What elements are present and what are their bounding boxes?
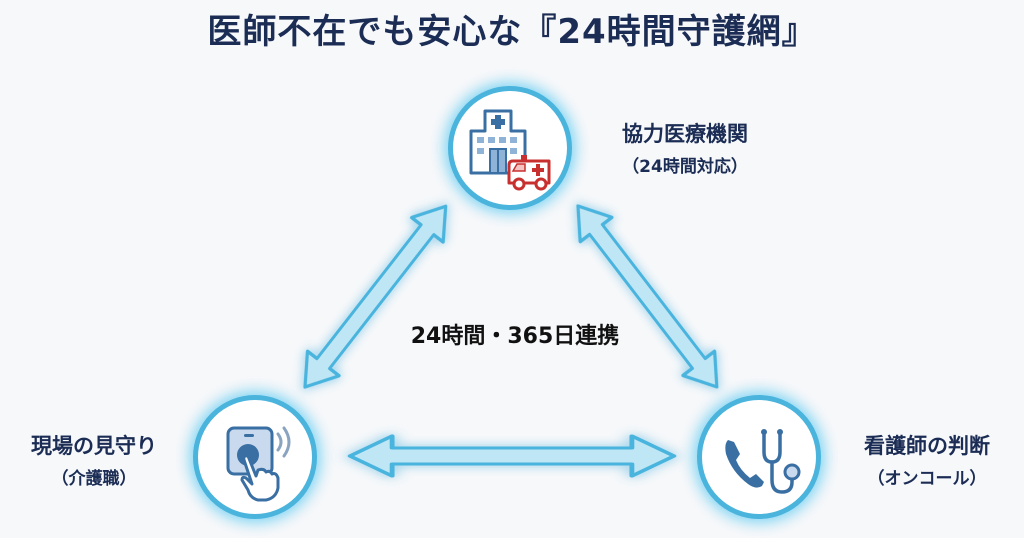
label-nurse: 看護師の判断 （オンコール） bbox=[832, 430, 1022, 489]
label-caregiver: 現場の見守り （介護職） bbox=[8, 430, 180, 489]
node-caregiver bbox=[193, 395, 317, 519]
node-title: 看護師の判断 bbox=[864, 434, 990, 458]
phone-stethoscope-icon bbox=[725, 429, 801, 494]
call-button-hand-icon bbox=[226, 426, 291, 502]
node-medical bbox=[448, 86, 572, 210]
arrow-medical-nurse bbox=[560, 192, 735, 401]
node-title: 協力医療機関 bbox=[622, 122, 748, 146]
page-title: 医師不在でも安心な『24時間守護網』 bbox=[207, 12, 817, 52]
node-subtitle: （24時間対応） bbox=[622, 157, 748, 177]
label-medical: 協力医療機関 （24時間対応） bbox=[590, 118, 780, 177]
node-subtitle: （介護職） bbox=[51, 469, 137, 489]
center-label: 24時間・365日連携 bbox=[410, 324, 620, 349]
node-title: 現場の見守り bbox=[31, 434, 157, 458]
node-subtitle: （オンコール） bbox=[867, 469, 987, 489]
arrow-caregiver-nurse bbox=[350, 436, 674, 476]
arrow-caregiver-medical bbox=[287, 192, 464, 401]
node-nurse bbox=[697, 395, 821, 519]
hospital-ambulance-icon bbox=[469, 109, 551, 191]
